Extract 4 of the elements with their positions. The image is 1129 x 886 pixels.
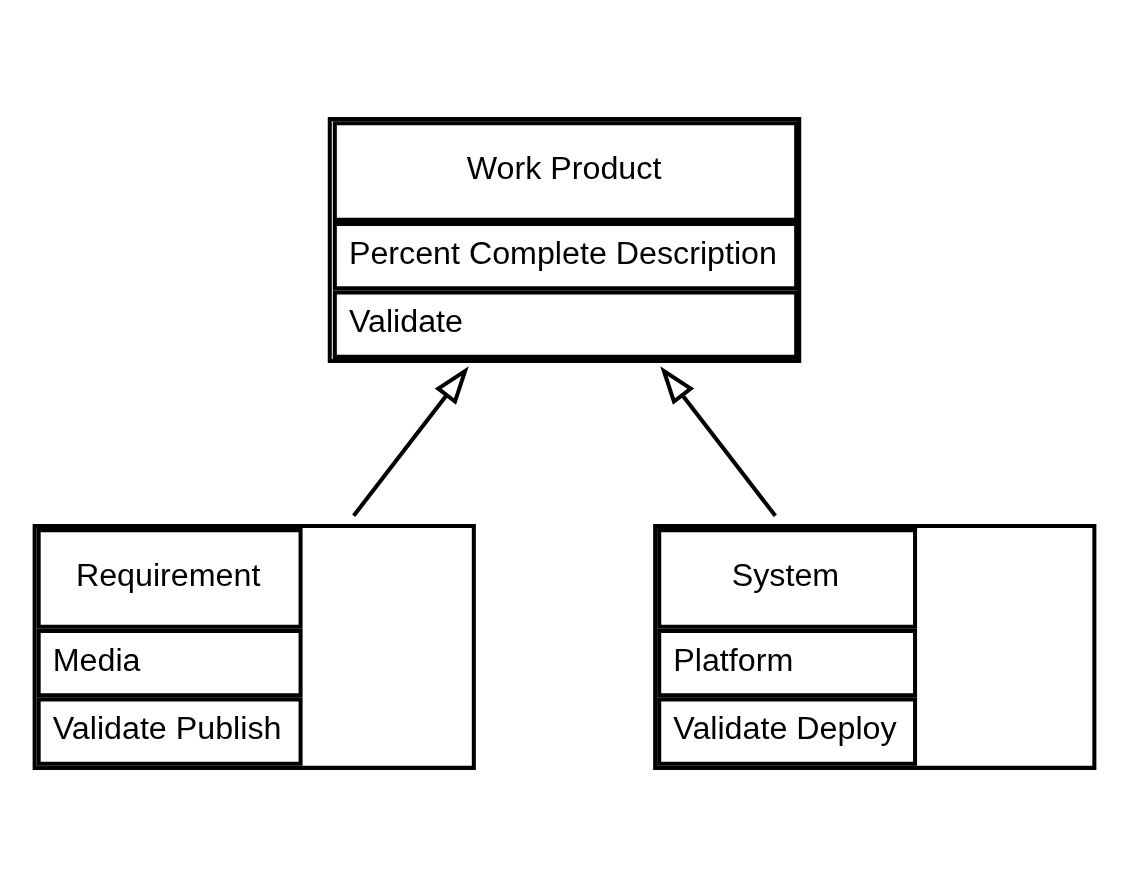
arrow <box>660 365 777 517</box>
node-box: Requirement Media Validate Publish <box>32 523 476 770</box>
node-box: System Platform Validate Deploy <box>653 523 1097 770</box>
arrow <box>352 365 469 517</box>
